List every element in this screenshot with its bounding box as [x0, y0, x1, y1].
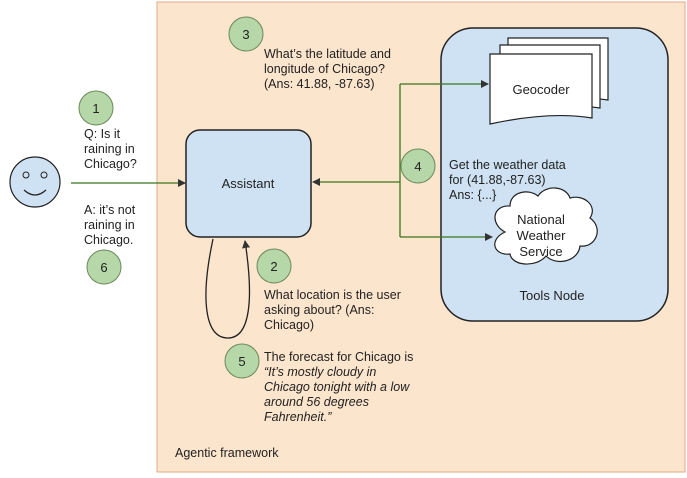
weather-service-cloud-icon [494, 187, 598, 265]
step-1-text: Q: Is it raining in Chicago? [84, 127, 137, 171]
step-3-badge: 3 [228, 16, 264, 52]
step-4-badge: 4 [400, 148, 436, 184]
assistant-node [185, 129, 312, 238]
step-5-badge: 5 [224, 343, 260, 379]
step-2-text: What location is the user asking about? … [264, 288, 401, 332]
weather-service-label-line1: National [517, 212, 565, 227]
step-2-badge: 2 [256, 248, 292, 284]
svg-text:6: 6 [100, 260, 107, 275]
step-3-text: What’s the latitude and longitude of Chi… [264, 47, 391, 91]
svg-text:1: 1 [92, 101, 99, 116]
geocoder-icon [489, 37, 609, 125]
weather-service-label-line3: Service [519, 244, 562, 259]
step-1-badge: 1 [78, 90, 114, 126]
assistant-label: Assistant [222, 176, 275, 191]
step-5-text: The forecast for Chicago is “It’s mostly… [264, 350, 414, 424]
user-smiley-icon [9, 156, 61, 208]
weather-service-label-line2: Weather [517, 228, 567, 243]
geocoder-label: Geocoder [512, 82, 570, 97]
step-6-badge: 6 [86, 249, 122, 285]
step-4-text: Get the weather data for (41.88,-87.63) … [449, 158, 566, 202]
svg-text:3: 3 [242, 27, 249, 42]
svg-text:4: 4 [414, 159, 421, 174]
tools-node-label: Tools Node [519, 288, 584, 303]
step-6-text: A: it’s not raining in Chicago. [84, 203, 136, 247]
svg-text:2: 2 [270, 259, 277, 274]
framework-label: Agentic framework [175, 446, 279, 460]
svg-text:5: 5 [238, 354, 245, 369]
assistant-self-loop [205, 238, 251, 339]
